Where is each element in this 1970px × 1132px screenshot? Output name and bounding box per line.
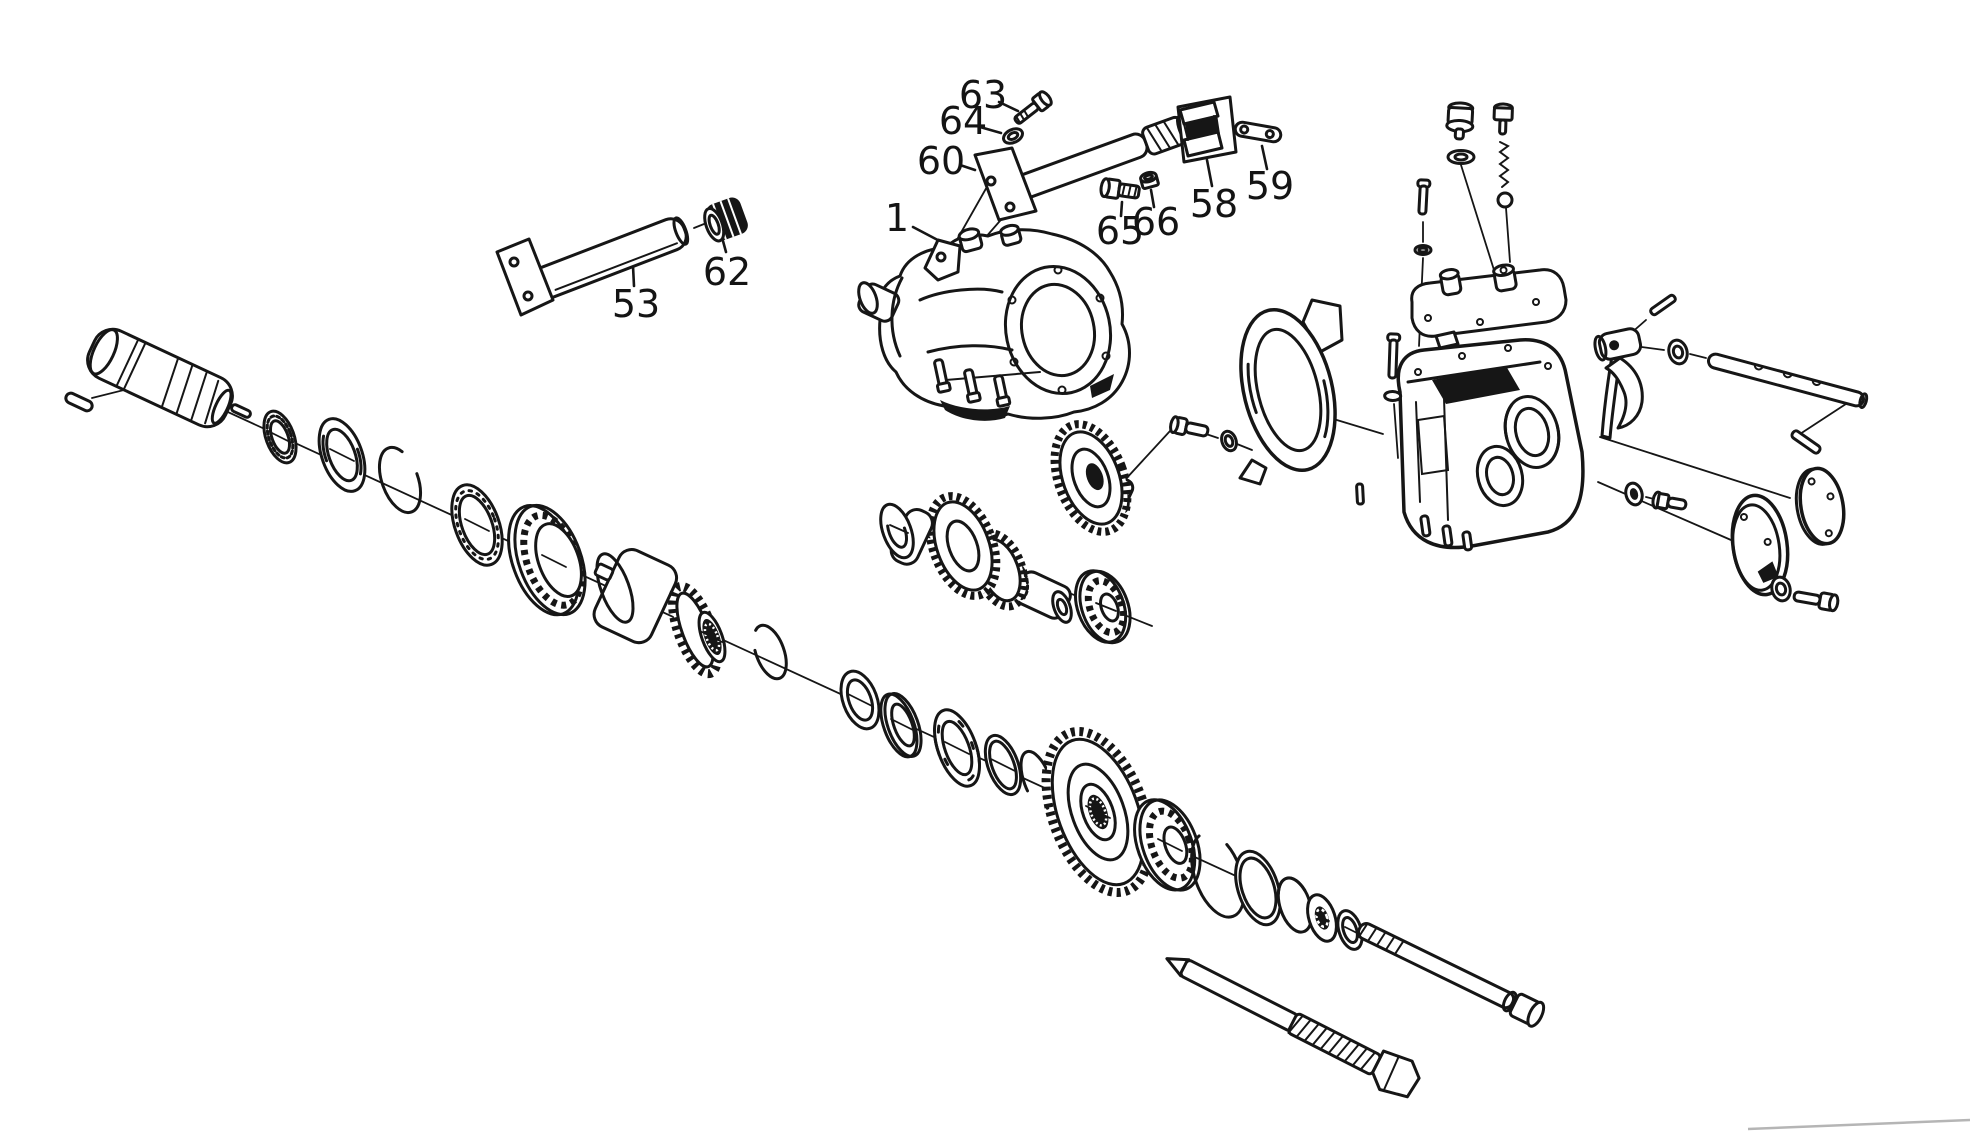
axis-hole-dashes	[267, 430, 1358, 934]
cover-washer	[1624, 481, 1644, 507]
callout-60: 60	[917, 139, 965, 183]
sealing-washer	[1446, 149, 1476, 165]
detent-clip	[1413, 244, 1433, 256]
detent-spring-bolt	[1492, 102, 1514, 136]
shift-fork	[1593, 327, 1644, 440]
callout-62: 62	[703, 250, 751, 294]
oval-cover	[1794, 466, 1846, 546]
knurled-bushing-62	[703, 197, 748, 243]
flange-bolt	[1445, 101, 1475, 141]
page-edge	[1747, 1118, 1970, 1131]
callout-59: 59	[1246, 164, 1294, 208]
kidney-cover	[1730, 493, 1790, 597]
top-cover-plate	[1410, 263, 1568, 350]
lower-bolt	[1792, 590, 1840, 613]
bolt-63	[1013, 90, 1053, 125]
nut-66	[1139, 170, 1160, 190]
lower-washer	[1770, 575, 1792, 603]
large-circlip	[1190, 831, 1246, 919]
detent-spring	[1498, 141, 1510, 188]
bolt-65	[1099, 177, 1141, 200]
callout-58: 58	[1190, 182, 1238, 226]
housing-stud	[1383, 332, 1403, 403]
roll-pin	[1649, 293, 1677, 317]
callout-63: 63	[959, 73, 1007, 117]
pto-shaft-53	[495, 216, 690, 317]
lock-washer-64	[1002, 127, 1024, 145]
callout-66: 66	[1132, 200, 1180, 244]
cover-bolt	[1651, 490, 1688, 511]
rail-washer	[1667, 338, 1689, 366]
gearbox-assembly	[857, 223, 1131, 421]
idler-gear	[1050, 420, 1135, 536]
idler-bolt	[1169, 415, 1210, 438]
detent-pin	[1416, 178, 1432, 216]
long-bolt-lower	[1165, 957, 1421, 1099]
detent-ball	[1496, 191, 1514, 209]
end-disc	[1234, 849, 1282, 927]
thrust-ring	[879, 692, 923, 759]
transfer-housing	[1396, 338, 1585, 552]
snap-ring	[377, 445, 423, 515]
synchro-hub	[592, 548, 727, 679]
callout-53: 53	[612, 282, 660, 326]
rail-pin	[1790, 429, 1822, 455]
mounting-plate-60	[973, 146, 1038, 222]
tapered-roller-bearing	[507, 503, 587, 617]
ball-bearing-main	[1133, 798, 1202, 892]
idler-washer	[1220, 429, 1238, 453]
countershaft-cluster	[925, 492, 1073, 624]
callout-1: 1	[885, 196, 909, 240]
woodruff-key	[64, 391, 94, 413]
dowel-pin	[1355, 482, 1365, 506]
callout-65: 65	[1096, 209, 1144, 253]
ball-bearing-counter	[1074, 569, 1132, 645]
ring-guard	[1238, 298, 1344, 486]
long-bolt-upper	[1356, 922, 1546, 1028]
link-plate-59	[1233, 120, 1283, 144]
shift-rail	[1706, 352, 1869, 410]
callout-64: 64	[939, 99, 987, 143]
input-shaft	[86, 327, 252, 429]
circlip	[752, 623, 788, 681]
needle-bearing	[879, 502, 934, 566]
shift-bracket-58	[1176, 95, 1238, 164]
